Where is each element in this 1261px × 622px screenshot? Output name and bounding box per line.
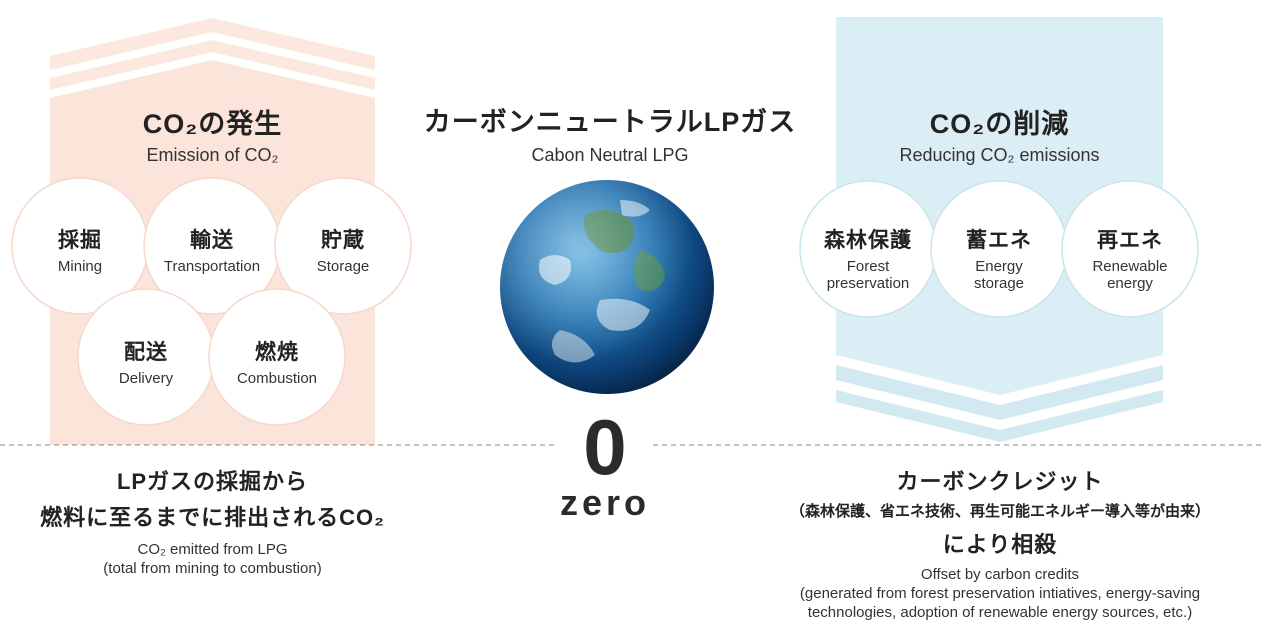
emission-item-delivery: 配送 Delivery: [86, 336, 206, 387]
label-en: Transportation: [163, 258, 261, 275]
reduction-header: CO₂の削減 Reducing CO₂ emissions: [836, 102, 1163, 166]
label-en-line2: preservation: [826, 275, 910, 292]
emission-roof-stripe-2: [50, 40, 375, 90]
label-jp: 蓄エネ: [966, 229, 1032, 252]
label-jp: 採掘: [58, 229, 102, 252]
label-en: Delivery: [118, 370, 174, 387]
emission-item-transportation: 輸送 Transportation: [147, 224, 277, 275]
reduction-footer-en-line2: (generated from forest preservation inti…: [799, 585, 1201, 602]
circle-storage: [274, 177, 412, 315]
label-jp: 森林保護: [824, 229, 912, 252]
emission-footer: LPガスの採掘から 燃料に至るまでに排出されるCO₂ CO₂ emitted f…: [0, 464, 425, 578]
reduction-footer-en-line1: Offset by carbon credits: [920, 566, 1080, 583]
emission-item-combustion: 燃焼 Combustion: [217, 336, 337, 387]
circle-combustion: [208, 288, 346, 426]
label-en-line1: Renewable: [1092, 258, 1168, 275]
zero-number: 0: [583, 403, 627, 491]
emission-circles: [11, 177, 412, 426]
label-en: Combustion: [236, 370, 318, 387]
reduction-chevron-2: [836, 390, 1163, 442]
label-en: Storage: [316, 258, 370, 275]
reduction-footer-jp-line1: カーボンクレジット: [896, 469, 1104, 494]
reduction-chevron-1: [836, 365, 1163, 420]
reduction-footer: カーボンクレジット （森林保護、省エネ技術、再生可能エネルギー導入等が由来） に…: [750, 464, 1250, 622]
earth-globe: [500, 180, 714, 394]
emission-header: CO₂の発生 Emission of CO₂: [50, 102, 375, 166]
reduction-item-forest: 森林保護 Forest preservation: [808, 224, 928, 292]
center-title-jp: カーボンニュートラルLPガス: [423, 107, 797, 137]
center-header: カーボンニュートラルLPガス Cabon Neutral LPG: [400, 100, 820, 166]
emission-item-mining: 採掘 Mining: [20, 224, 140, 275]
emission-footer-jp-line1: LPガスの採掘から: [116, 469, 309, 494]
reduction-item-renewable: 再エネ Renewable energy: [1070, 224, 1190, 292]
reduction-title-jp: CO₂の削減: [929, 109, 1070, 139]
label-jp: 再エネ: [1097, 229, 1163, 252]
reduction-circles: [799, 180, 1199, 318]
label-jp: 貯蔵: [321, 229, 365, 252]
reduction-title-en: Reducing CO₂ emissions: [899, 145, 1100, 165]
reduction-footer-jp-paren: （森林保護、省エネ技術、再生可能エネルギー導入等が由来）: [789, 503, 1210, 520]
label-en-line2: storage: [973, 275, 1025, 292]
label-jp: 輸送: [190, 229, 234, 252]
label-en-line1: Forest: [846, 258, 890, 275]
center-title-en: Cabon Neutral LPG: [531, 145, 689, 165]
label-jp: 配送: [124, 341, 168, 364]
emission-roof-stripe-1: [50, 18, 375, 70]
label-jp: 燃焼: [255, 341, 299, 364]
circle-renewable: [1061, 180, 1199, 318]
emission-footer-en-line2: (total from mining to combustion): [103, 560, 322, 577]
emission-footer-en-line1: CO₂ emitted from LPG: [137, 541, 288, 558]
reduction-footer-jp-line2: により相殺: [942, 532, 1058, 557]
emission-title-en: Emission of CO₂: [146, 145, 279, 165]
label-en-line1: Energy: [975, 258, 1023, 275]
emission-item-storage: 貯蔵 Storage: [283, 224, 403, 275]
emission-title-jp: CO₂の発生: [142, 109, 283, 139]
reduction-item-energy-storage: 蓄エネ Energy storage: [939, 224, 1059, 292]
label-en-line2: energy: [1107, 275, 1153, 292]
label-en: Mining: [57, 258, 103, 275]
emission-footer-jp-line2: 燃料に至るまでに排出されるCO₂: [40, 505, 385, 530]
zero-word: zero: [559, 482, 651, 523]
